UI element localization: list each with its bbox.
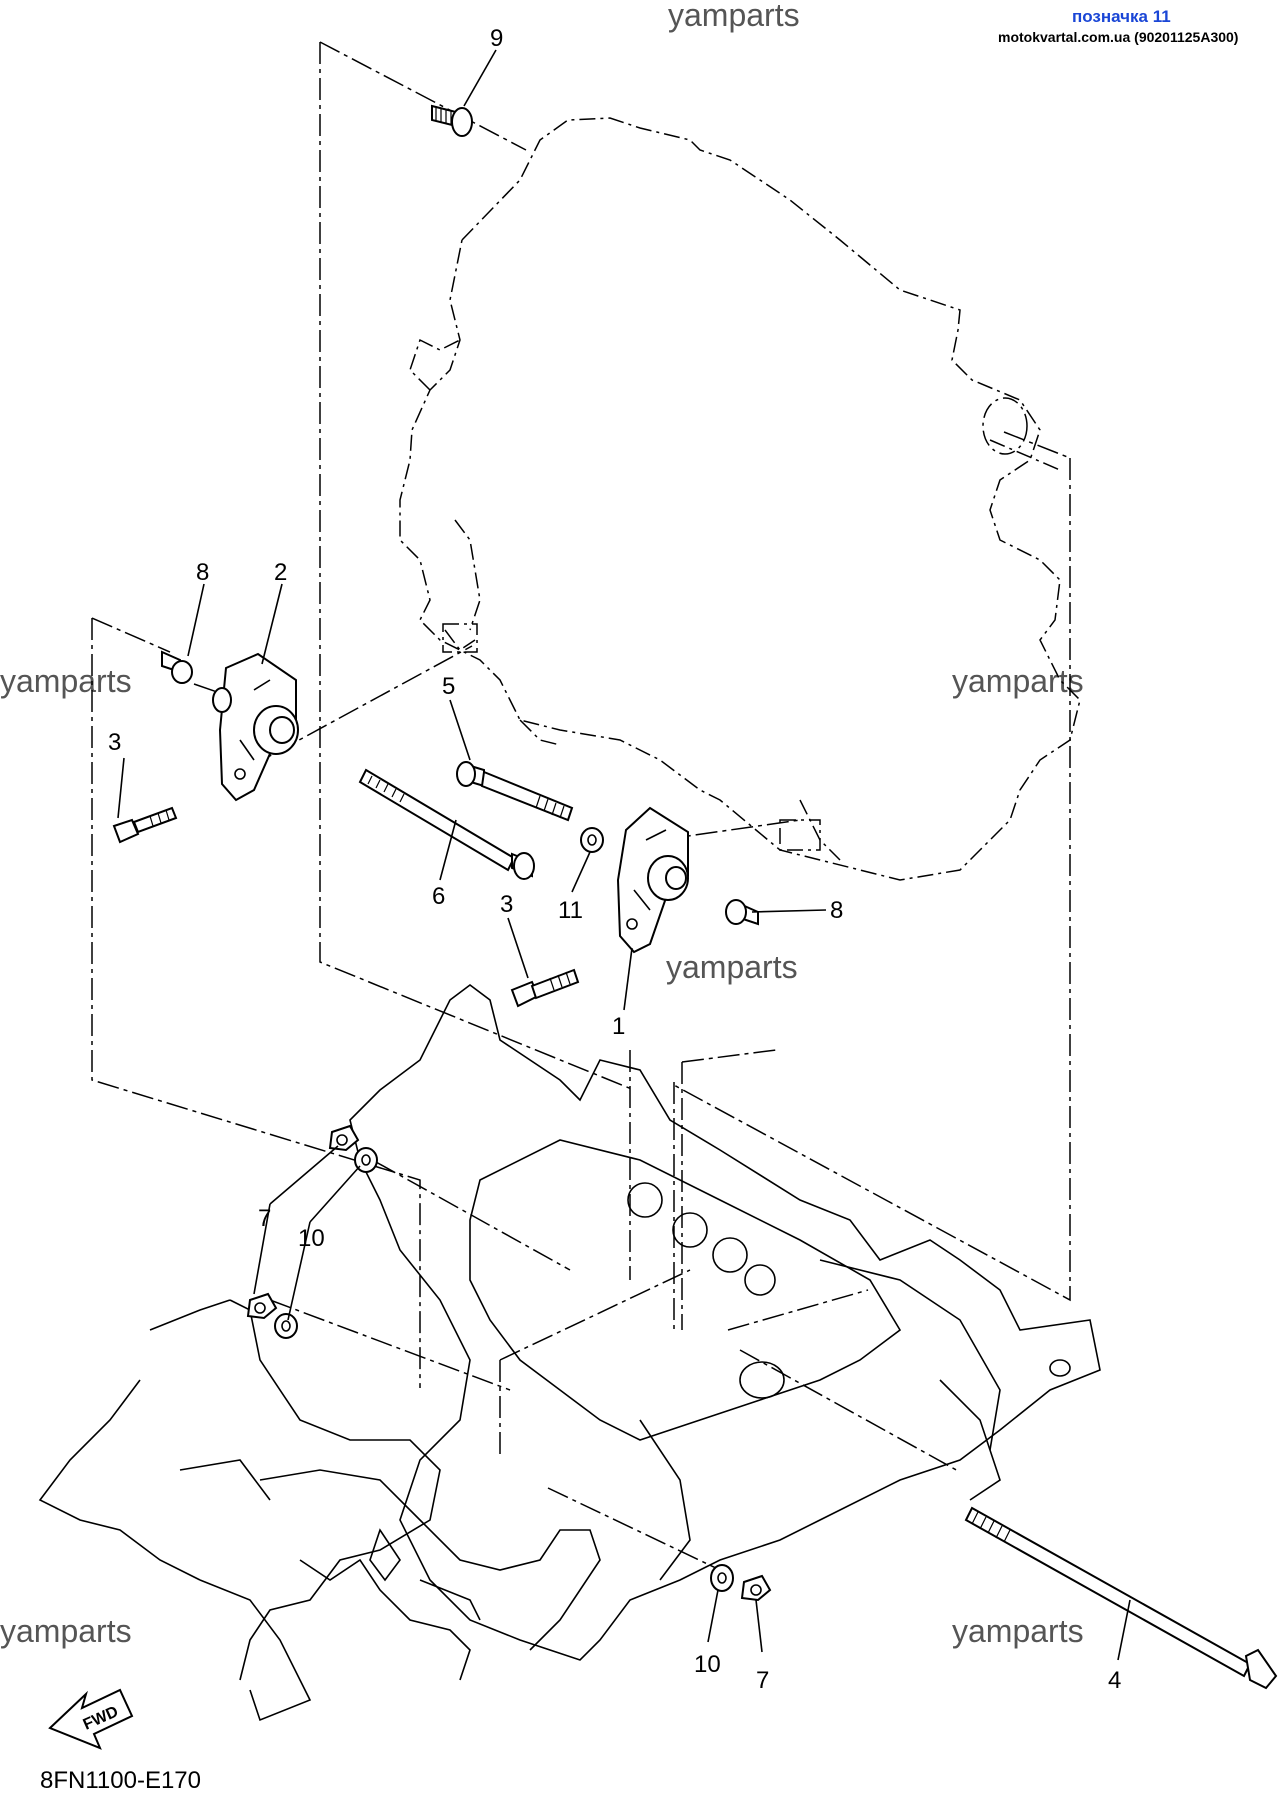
callout-10-left: 10 [298, 1225, 325, 1252]
washer-10-upper [354, 1147, 378, 1173]
nut-7-upper [328, 1124, 360, 1152]
leader-lines [91, 41, 1071, 1571]
callout-6: 6 [432, 883, 445, 910]
callout-8-left: 8 [196, 559, 209, 586]
bolt-3-left [112, 806, 178, 844]
through-bolt-4 [964, 1506, 1278, 1690]
callout-8-right: 8 [830, 897, 843, 924]
callout-3-left: 3 [108, 729, 121, 756]
washer-10-lower-left [274, 1313, 298, 1339]
washer-11 [580, 827, 604, 853]
callout-7-left: 7 [258, 1205, 271, 1232]
watermark-right-upper: yamparts [952, 663, 1084, 699]
callout-3-right: 3 [500, 891, 513, 918]
diagram-code: 8FN1100-E170 [40, 1767, 201, 1794]
site-reference: motokvartal.com.ua (90201125A300) [998, 29, 1238, 45]
callout-5: 5 [442, 673, 455, 700]
engine-mount-2 [212, 652, 299, 802]
nut-7-bottom [740, 1574, 772, 1602]
nut-7-lower [246, 1292, 278, 1320]
callout-10-bottom: 10 [694, 1651, 721, 1678]
washer-11-hole [587, 834, 597, 846]
engine-mount-1 [616, 806, 689, 954]
bolt-6 [358, 768, 535, 880]
callout-9: 9 [490, 25, 503, 52]
nut-8-left [161, 650, 193, 684]
callout-leaders [117, 49, 1131, 1661]
callout-7-bottom: 7 [756, 1667, 769, 1694]
frame-outline [38, 984, 1101, 1722]
callout-11: 11 [558, 897, 583, 924]
fwd-arrow-icon: FWD [48, 1688, 134, 1750]
bolt-5 [456, 761, 574, 822]
callout-4: 4 [1108, 1667, 1121, 1694]
washer-10-bottom [710, 1564, 734, 1592]
callout-2: 2 [274, 559, 287, 586]
engine-outline [399, 117, 1081, 881]
watermark-center: yamparts [666, 949, 798, 985]
fwd-label: FWD [81, 1703, 121, 1733]
bolt-3-right [510, 968, 580, 1008]
watermark-left-upper: yamparts [0, 663, 132, 699]
watermark-top: yamparts [668, 0, 800, 33]
sheet-label: позначка 11 [1072, 7, 1171, 26]
watermark-right-lower: yamparts [952, 1613, 1084, 1649]
nut-8-right [725, 899, 759, 926]
bolt-9 [431, 104, 473, 137]
callout-1: 1 [612, 1013, 625, 1040]
watermark-left-lower: yamparts [0, 1613, 132, 1649]
